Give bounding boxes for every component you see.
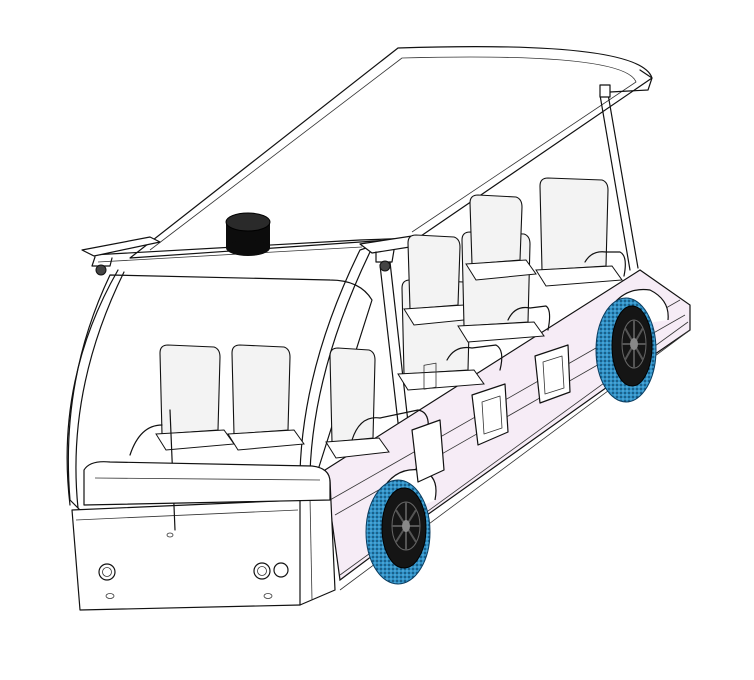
rear-roof-mount — [599, 84, 611, 98]
rear-pillars — [379, 84, 639, 441]
seat-icon — [407, 234, 461, 310]
seat-cushion — [227, 429, 305, 451]
rear-wheel-icon — [595, 297, 657, 403]
lidar-sensor-icon — [225, 212, 271, 256]
seat-bases — [411, 344, 571, 483]
seat-icon — [469, 194, 523, 265]
seat-icon — [159, 344, 221, 435]
front-body — [66, 245, 373, 611]
right-headlight-2-icon — [273, 562, 289, 578]
left-mirror-icon — [95, 264, 107, 276]
right-mirror-icon — [379, 260, 391, 272]
seat-cushion — [535, 265, 623, 287]
roof — [91, 46, 653, 263]
seat-icon — [539, 177, 609, 271]
seat-rows — [155, 177, 623, 459]
front-wheel-icon — [365, 479, 431, 585]
seat-cushion — [397, 369, 485, 391]
left-headlight-icon — [98, 563, 116, 581]
front-bench — [83, 461, 331, 506]
seat-cushion — [457, 321, 545, 343]
seat-icon — [231, 344, 291, 435]
seat-icon — [329, 347, 376, 443]
seat-cushion — [465, 259, 537, 281]
front-brackets — [81, 235, 417, 276]
seat-cushion — [325, 437, 390, 459]
right-headlight-icon — [253, 562, 271, 580]
